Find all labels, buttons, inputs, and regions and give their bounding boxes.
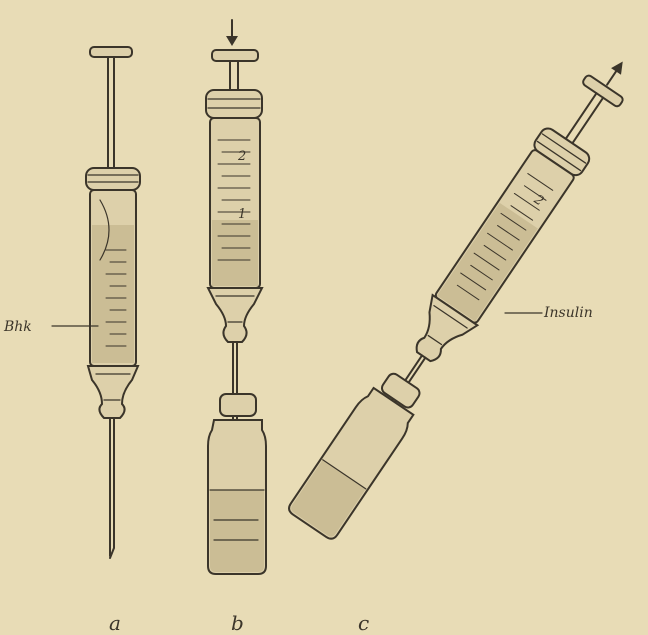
syringe-c-thumb — [582, 74, 625, 108]
syringe-b-thumb — [212, 50, 258, 61]
up-arrow-icon — [602, 58, 628, 88]
vial-b — [208, 394, 266, 574]
syringe-c: 2 — [286, 46, 646, 542]
syringe-b-number-lower: 1 — [238, 207, 246, 222]
label-insulin: Insulin — [543, 305, 593, 321]
syringe-a-thumb — [90, 47, 132, 57]
syringe-b-number-upper: 2 — [237, 149, 246, 164]
syringe-a-collar — [86, 168, 140, 190]
panel-letter-a: a — [109, 611, 121, 635]
panel-letter-c: c — [358, 611, 369, 635]
syringe-a — [52, 47, 140, 558]
syringe-b-collar — [206, 90, 262, 118]
panel-letter-b: b — [231, 611, 244, 635]
syringe-b: 2 1 — [206, 20, 266, 574]
syringe-a-needle — [110, 418, 114, 558]
vial-c — [286, 366, 430, 542]
label-bhk: Bhk — [3, 319, 32, 335]
down-arrow-icon — [226, 20, 238, 46]
